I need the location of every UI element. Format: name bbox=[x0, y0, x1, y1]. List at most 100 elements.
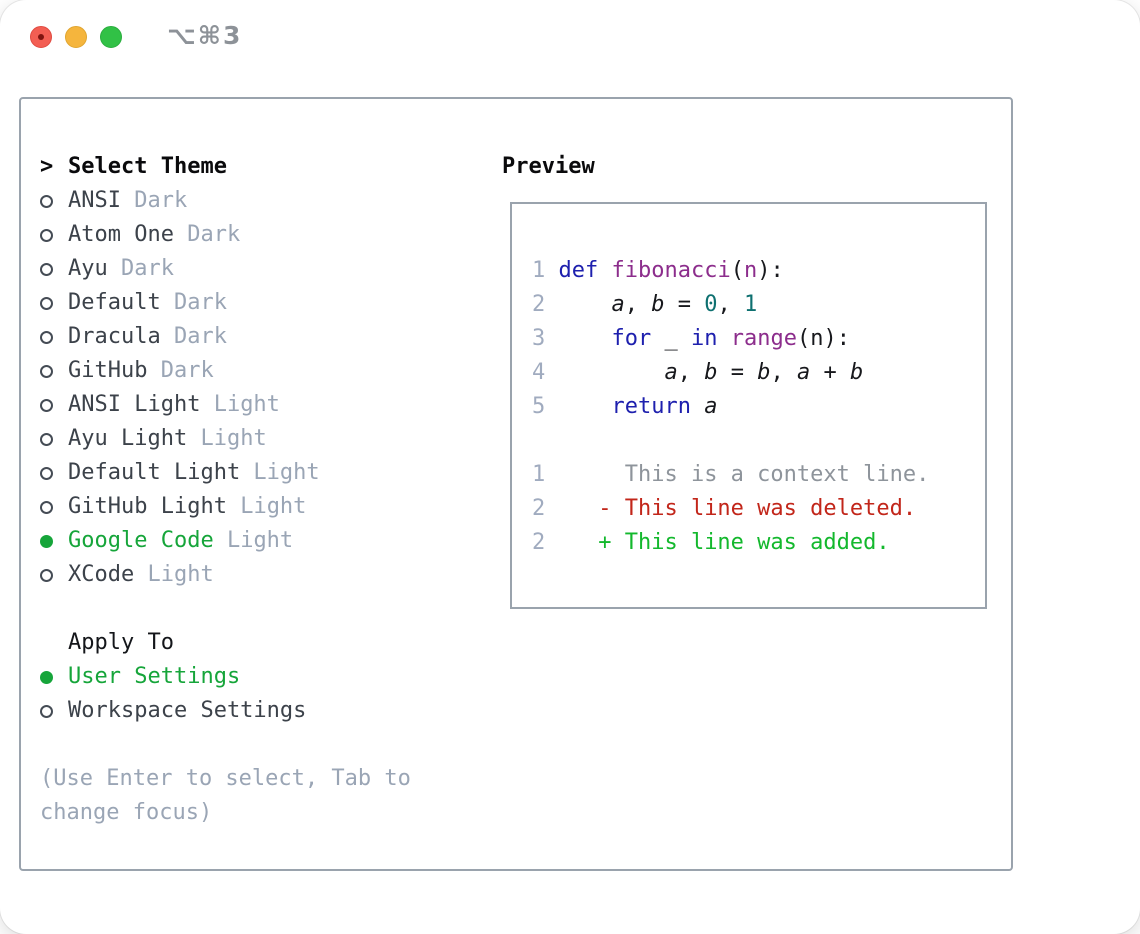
radio-unselected-icon bbox=[40, 501, 53, 514]
radio-unselected-icon bbox=[40, 263, 53, 276]
code-token-plain bbox=[598, 258, 611, 283]
theme-variant: Light bbox=[200, 392, 280, 417]
theme-variant: Light bbox=[240, 460, 320, 485]
apply-option-user-settings[interactable]: User Settings bbox=[40, 660, 438, 694]
radio-unselected-icon bbox=[40, 331, 53, 344]
code-token-plain bbox=[717, 326, 730, 351]
code-token-plain: = bbox=[717, 360, 758, 385]
code-token-plain: = bbox=[664, 292, 705, 317]
theme-option-dracula[interactable]: Dracula Dark bbox=[40, 320, 438, 354]
preview-line: 3 for _ in range(n): bbox=[532, 322, 985, 356]
theme-name: ANSI Light bbox=[68, 392, 201, 417]
radio-selected-icon bbox=[40, 535, 53, 548]
preview-line: 4 a, b = b, a + b bbox=[532, 356, 985, 390]
radio-unselected-icon bbox=[40, 195, 53, 208]
unsaved-changes-dot-icon bbox=[38, 34, 44, 40]
apply-name: User Settings bbox=[68, 664, 241, 689]
code-token-kw: in bbox=[690, 326, 718, 351]
theme-name: XCode bbox=[68, 562, 135, 587]
theme-option-github[interactable]: GitHub Dark bbox=[40, 354, 438, 388]
theme-option-ansi-light[interactable]: ANSI Light Light bbox=[40, 388, 438, 422]
theme-option-atom-one[interactable]: Atom One Dark bbox=[40, 218, 438, 252]
theme-variant: Dark bbox=[173, 222, 241, 247]
theme-name: ANSI bbox=[68, 188, 121, 213]
theme-name: Ayu Light bbox=[68, 426, 188, 451]
spacer bbox=[40, 728, 438, 762]
theme-option-google-code[interactable]: Google Code Light bbox=[40, 524, 438, 558]
code-token-ctx: This is a context line. bbox=[545, 462, 930, 487]
radio-selected-icon bbox=[40, 671, 53, 684]
code-token-var: b bbox=[849, 360, 864, 385]
theme-name: Default Light bbox=[68, 460, 241, 485]
code-token-plain: , bbox=[624, 292, 652, 317]
theme-option-default-light[interactable]: Default Light Light bbox=[40, 456, 438, 490]
code-token-plain bbox=[545, 258, 558, 283]
preview-line bbox=[532, 424, 985, 458]
help-text: (Use Enter to select, Tab to change focu… bbox=[40, 766, 411, 825]
theme-option-ayu-light[interactable]: Ayu Light Light bbox=[40, 422, 438, 456]
theme-name: GitHub bbox=[68, 358, 148, 383]
line-number: 2 bbox=[532, 292, 546, 317]
theme-name: Atom One bbox=[68, 222, 174, 247]
zoom-button-icon[interactable] bbox=[100, 26, 122, 48]
code-token-title: fibonacci bbox=[611, 258, 731, 283]
code-token-var: b bbox=[651, 292, 665, 317]
preview-column: Preview 1 def fibonacci(n):2 a, b = 0, 1… bbox=[502, 150, 987, 609]
preview-line: 1 def fibonacci(n): bbox=[532, 254, 985, 288]
theme-name: Dracula bbox=[68, 324, 161, 349]
theme-option-default[interactable]: Default Dark bbox=[40, 286, 438, 320]
close-button-icon[interactable] bbox=[30, 26, 52, 48]
apply-to-title: Apply To bbox=[68, 630, 174, 655]
code-token-kw: def bbox=[558, 258, 599, 283]
radio-unselected-icon bbox=[40, 399, 53, 412]
theme-variant: Light bbox=[134, 562, 214, 587]
code-token-plain: ( bbox=[730, 258, 744, 283]
code-token-plain: , bbox=[677, 360, 705, 385]
radio-unselected-icon bbox=[40, 365, 53, 378]
code-token-plain bbox=[545, 292, 611, 317]
code-token-var: a bbox=[664, 360, 678, 385]
code-token-plain: (n): bbox=[796, 326, 850, 351]
theme-name: GitHub Light bbox=[68, 494, 227, 519]
theme-option-github-light[interactable]: GitHub Light Light bbox=[40, 490, 438, 524]
theme-name: Default bbox=[68, 290, 161, 315]
traffic-lights bbox=[30, 26, 122, 48]
code-token-plain bbox=[545, 326, 611, 351]
code-token-plain: , bbox=[717, 292, 744, 317]
theme-option-xcode[interactable]: XCode Light bbox=[40, 558, 438, 592]
code-token-plain: ): bbox=[757, 258, 784, 283]
preview-line: 2 a, b = 0, 1 bbox=[532, 288, 985, 322]
line-number: 1 bbox=[532, 258, 546, 283]
code-token-plain bbox=[545, 394, 611, 419]
line-number: 4 bbox=[532, 360, 546, 385]
theme-option-ayu[interactable]: Ayu Dark bbox=[40, 252, 438, 286]
preview-line: 2 - This line was deleted. bbox=[532, 492, 985, 526]
theme-variant: Light bbox=[213, 528, 294, 553]
code-token-kw: return bbox=[611, 394, 691, 419]
code-token-plain: + bbox=[810, 360, 850, 385]
radio-unselected-icon bbox=[40, 467, 53, 480]
theme-variant: Dark bbox=[160, 324, 227, 349]
apply-option-workspace-settings[interactable]: Workspace Settings bbox=[40, 694, 438, 728]
apply-to-header: Apply To bbox=[40, 626, 438, 660]
theme-variant: Light bbox=[226, 494, 307, 519]
theme-name: Ayu bbox=[68, 256, 108, 281]
preview-line: 5 return a bbox=[532, 390, 985, 424]
theme-variant: Dark bbox=[120, 188, 188, 213]
preview-header: Preview bbox=[502, 150, 987, 184]
code-token-plain bbox=[691, 394, 704, 419]
radio-unselected-icon bbox=[40, 705, 53, 718]
theme-variant: Light bbox=[187, 426, 267, 451]
theme-option-ansi[interactable]: ANSI Dark bbox=[40, 184, 438, 218]
line-number: 3 bbox=[532, 326, 546, 351]
code-token-var: b bbox=[757, 360, 771, 385]
minimize-button-icon[interactable] bbox=[65, 26, 87, 48]
theme-variant: Dark bbox=[147, 358, 214, 383]
radio-unselected-icon bbox=[40, 569, 53, 582]
